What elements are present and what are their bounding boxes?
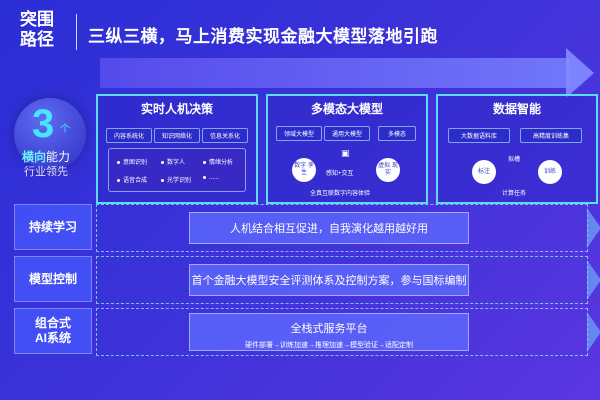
row-ribbon: 人机结合相互促进，自我演化越用越好用 [189,212,469,244]
pill: 高精度训练集 [520,128,582,143]
badge-circle [14,98,86,170]
column-title: 数据智能 [492,102,541,116]
row-label-model-control: 模型控制 [14,256,92,302]
badge-line2: 行业领先 [24,166,68,178]
capability-panel: 意图识别 数字人 情绪分析 语音合成 光学识别 ...... [108,148,246,192]
pill: 知识网络化 [154,128,200,143]
row-ribbon: 首个金融大模型安全评测体系及控制方案，参与国标编制 [189,264,469,296]
circle-virtual-reality: 虚拟 现实 [376,158,400,182]
row-chevron-icon [587,260,600,300]
progress-arrow-bar [100,58,570,88]
row-model-control: 首个金融大模型安全评测体系及控制方案，参与国标编制 [96,256,600,304]
badge-unit: 个 [60,124,70,135]
pill: 大数据语料库 [448,128,510,143]
bullet-icon [161,178,164,182]
list-item: 情绪分析 [203,157,233,166]
header-divider [76,14,77,50]
center-label: 感知+交互 [326,171,354,177]
list-item: 光学识别 [161,175,191,184]
badge-number: 3 [32,102,55,146]
list-item: ...... [203,175,219,181]
column-multimodal-model: 多模态大模型 领域大模型 通用大模型 多模态 ▣ 数字 孪生 感知+交互 虚拟 … [266,94,428,204]
pill: 多模态 [378,126,416,141]
column-title: 实时人机决策 [140,102,213,116]
list-item: 数字人 [161,157,185,166]
center-label: 拟槽 [508,157,521,163]
bullet-icon [117,178,120,182]
badge-line1-rest: 能力 [46,150,71,164]
badge-line1: 横向能力 [22,148,70,165]
bottom-label: 计算任务 [502,191,527,197]
bullet-icon [203,160,206,164]
bullet-icon [161,160,164,164]
pill: 通用大模型 [324,126,370,141]
column-data-intelligence: 数据智能 大数据语料库 高精度训练集 拟槽 标注 训练 计算任务 [436,94,598,204]
pill: 信息关系化 [202,128,248,143]
bullet-icon [117,160,120,164]
row-chevron-icon [587,312,600,352]
pill: 内容系统化 [106,128,152,143]
row-chevron-icon [587,208,600,248]
row-composite-ai: 全栈式服务平台 硬件部署→训练加速→推理加速→模型验证→适配定制 [96,308,600,356]
badge-line1-highlight: 横向 [22,150,47,164]
bottom-label: 全真互联数字内容体验 [310,191,371,197]
device-icon: ▣ [341,148,350,158]
page-title: 三纵三横，马上消费实现金融大模型落地引跑 [88,27,438,46]
circle-label: 标注 [472,160,496,184]
header-left-title: 突围 路径 [20,10,54,49]
row-label-composite-ai: 组合式 AI系统 [14,308,92,354]
row-ribbon-title: 全栈式服务平台 [290,323,368,335]
circle-digital-twin: 数字 孪生 [292,158,316,182]
row-ribbon: 全栈式服务平台 硬件部署→训练加速→推理加速→模型验证→适配定制 [189,313,469,351]
circle-train: 训练 [538,160,562,184]
row-continuous-learning: 人机结合相互促进，自我演化越用越好用 [96,204,600,252]
column-realtime-decision: 实时人机决策 内容系统化 知识网络化 信息关系化 意图识别 数字人 情绪分析 语… [96,94,258,204]
bullet-icon [203,175,206,179]
column-title: 多模态大模型 [310,102,383,116]
progress-arrow-head-icon [566,48,594,98]
list-item: 意图识别 [117,157,147,166]
row-ribbon-subtext: 硬件部署→训练加速→推理加速→模型验证→适配定制 [245,342,413,349]
row-label-continuous-learning: 持续学习 [14,204,92,250]
list-item: 语音合成 [117,175,147,184]
pill: 领域大模型 [276,126,322,141]
